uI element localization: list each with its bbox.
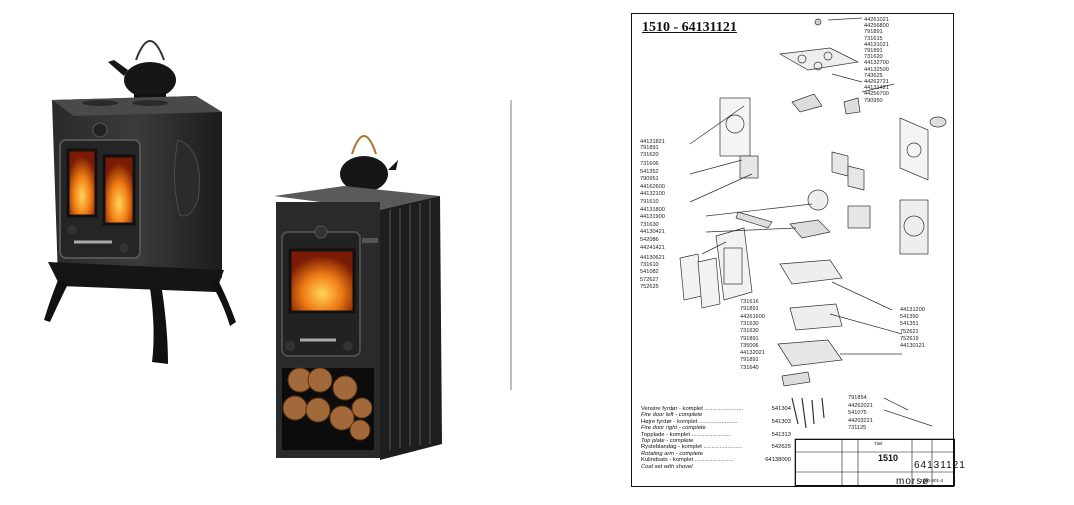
part-number: 44256800 bbox=[864, 23, 889, 30]
part-number: 790951 bbox=[640, 176, 659, 183]
part-number: 791891 bbox=[864, 48, 883, 54]
part-number: 44131421 bbox=[864, 85, 889, 92]
legend-row: Fire door left - complete bbox=[641, 412, 791, 418]
parts-drawing-sheet: 1510 - 64131121 bbox=[631, 13, 965, 487]
part-number: 743625 bbox=[864, 72, 883, 79]
part-number: 791891 bbox=[740, 357, 759, 364]
part-number: 731620 bbox=[864, 54, 883, 61]
legend-text: Topplade - komplet .....................… bbox=[641, 431, 731, 438]
part-number: 44131821 bbox=[640, 139, 665, 145]
part-number: 541351 bbox=[900, 321, 919, 328]
legend-row: Fire door right - complete bbox=[641, 425, 791, 431]
part-number: 44132500 bbox=[864, 66, 889, 73]
legend-row: Højre fyrdør - komplet .................… bbox=[641, 419, 791, 425]
stove-illustration bbox=[44, 40, 442, 460]
legend-text: Kulindsats - komplet ...................… bbox=[641, 457, 734, 464]
part-number: 44256700 bbox=[864, 91, 889, 98]
part-number: 791891 bbox=[740, 335, 759, 342]
part-number: 791610 bbox=[640, 199, 659, 205]
part-number: 791891 bbox=[864, 29, 883, 36]
part-number: 44241421 bbox=[640, 244, 665, 251]
legend-row: Kulindsats - komplet ...................… bbox=[641, 457, 791, 463]
kettle-icon bbox=[340, 135, 398, 192]
brand-logo-text: morsø bbox=[896, 476, 930, 487]
legend-row: Topplade - komplet .....................… bbox=[641, 432, 791, 438]
part-number: 791891 bbox=[640, 145, 659, 152]
sheet-reference: 1300-501-4 bbox=[920, 478, 944, 483]
legged-stove bbox=[44, 40, 236, 364]
legend-part-number: 541313 bbox=[771, 431, 791, 438]
part-number: 541350 bbox=[900, 314, 919, 321]
part-number: 44131200 bbox=[900, 307, 925, 313]
stove-product-photos bbox=[0, 0, 500, 500]
part-number: 731630 bbox=[640, 221, 659, 228]
part-number: 44132700 bbox=[864, 60, 889, 67]
part-number: 572627 bbox=[640, 276, 659, 283]
part-number: 541082 bbox=[640, 269, 659, 276]
part-number: 542086 bbox=[640, 237, 659, 243]
legend-text: Højre fyrdør - komplet .................… bbox=[641, 418, 738, 425]
part-number: 731606 bbox=[640, 161, 659, 167]
exploded-view-drawing bbox=[679, 17, 955, 487]
part-number: 44261021 bbox=[864, 17, 889, 23]
part-number: 541352 bbox=[640, 168, 659, 175]
legend-row: Rotating arm - complete bbox=[641, 451, 791, 457]
part-number: 44130421 bbox=[640, 229, 665, 236]
part-number: 44132100 bbox=[640, 191, 665, 198]
part-number: 752619 bbox=[900, 335, 919, 342]
part-number: 791854 bbox=[848, 395, 867, 401]
title-label: Titel bbox=[874, 441, 883, 446]
part-number: 44132021 bbox=[740, 350, 765, 357]
legend-text: Top plate - complete bbox=[641, 437, 694, 444]
legend-row: Top plate - complete bbox=[641, 438, 791, 444]
legend-row: Rysteblandag - komplet .................… bbox=[641, 444, 791, 450]
drawing-title: 1510 - 64131121 bbox=[642, 20, 737, 35]
part-number: 44130121 bbox=[900, 343, 925, 349]
part-number: 44131900 bbox=[640, 214, 665, 221]
legend-text: Fire door right - complete bbox=[641, 425, 706, 432]
part-number: 44131800 bbox=[640, 206, 665, 213]
legend-part-number: 64138000 bbox=[765, 457, 791, 464]
legend-text: Rysteblandag - komplet .................… bbox=[641, 444, 743, 451]
part-number: 731630 bbox=[740, 328, 759, 335]
legend-text: Rotating arm - complete bbox=[641, 450, 703, 457]
divider-line bbox=[510, 100, 512, 390]
kettle-icon bbox=[108, 40, 176, 100]
part-number: 735006 bbox=[740, 342, 759, 349]
part-number: 44162600 bbox=[640, 183, 665, 190]
part-number: 44203221 bbox=[848, 417, 873, 424]
part-number: 731610 bbox=[640, 262, 659, 269]
part-number: 731615 bbox=[864, 35, 883, 42]
legend-row: Venstre fyrdør - komplet ...............… bbox=[641, 406, 791, 412]
box-stove bbox=[274, 135, 442, 460]
legend-part-number: 541304 bbox=[771, 406, 791, 412]
part-number: 752625 bbox=[640, 283, 659, 290]
model-number: 1510 bbox=[878, 453, 899, 463]
legend-text: Venstre fyrdør - komplet ...............… bbox=[641, 406, 744, 412]
part-number: 541075 bbox=[848, 410, 867, 417]
part-number: 44130621 bbox=[640, 255, 665, 261]
part-number: 731616 bbox=[740, 299, 759, 305]
parts-legend: Venstre fyrdør - komplet ...............… bbox=[641, 406, 791, 470]
legend-part-number: 541303 bbox=[771, 418, 791, 425]
part-number: 731620 bbox=[640, 151, 659, 158]
part-number: 731125 bbox=[848, 425, 867, 432]
legend-row: Coal set with shovel bbox=[641, 464, 791, 470]
part-number: 731630 bbox=[740, 320, 759, 327]
legend-part-number: 542625 bbox=[771, 444, 791, 451]
part-number: 752621 bbox=[900, 328, 919, 335]
title-block: Titel 1510 64131121 morsø 1300-501-4 bbox=[795, 439, 965, 487]
part-number: 44262721 bbox=[864, 79, 889, 85]
part-number: 44261600 bbox=[740, 313, 765, 320]
part-number: 731640 bbox=[740, 364, 759, 371]
drawing-number: 64131121 bbox=[914, 460, 966, 471]
legend-text: Fire door left - complete bbox=[641, 412, 703, 419]
part-number: 791891 bbox=[740, 306, 759, 313]
part-number: 44131021 bbox=[864, 41, 889, 48]
part-number: 44262021 bbox=[848, 402, 873, 409]
part-number: 790950 bbox=[864, 97, 883, 104]
legend-text: Coal set with shovel bbox=[641, 463, 693, 470]
